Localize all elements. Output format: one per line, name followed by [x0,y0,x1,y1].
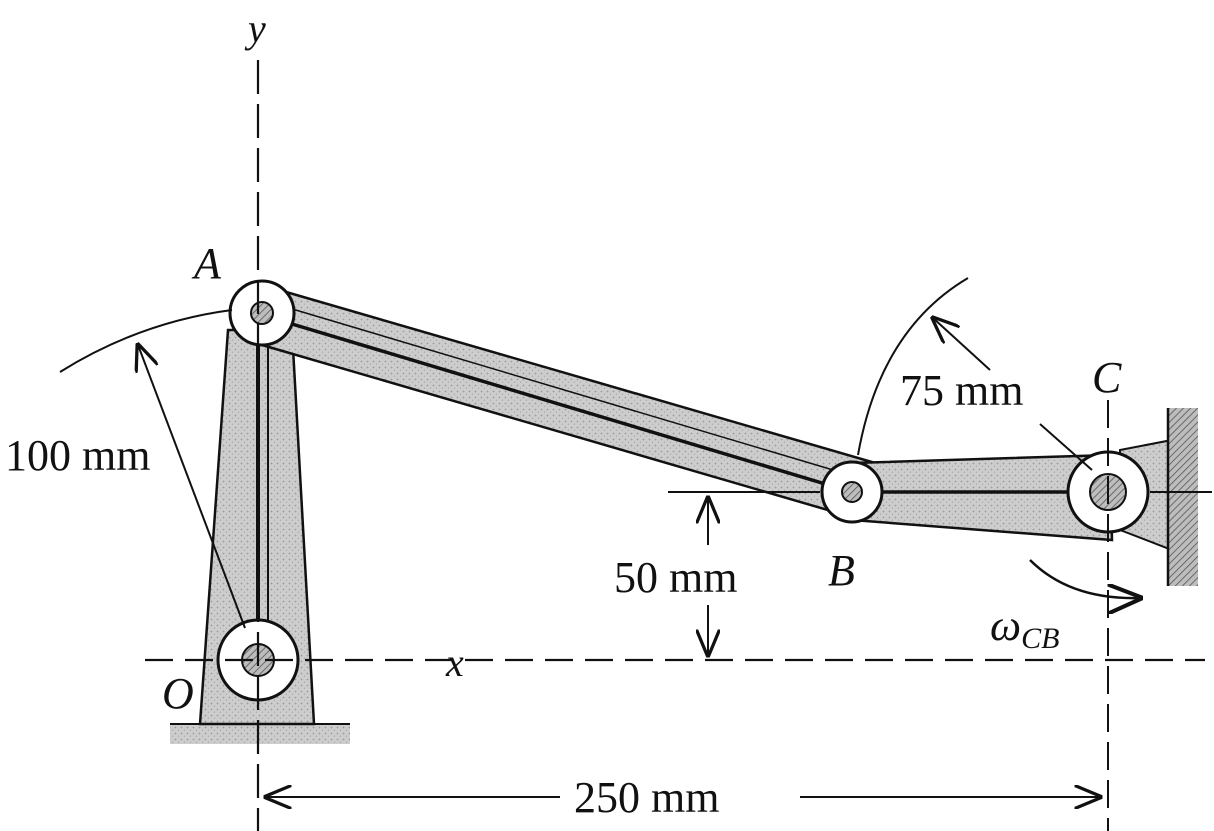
oa-radius-arc [59,309,233,373]
cb-radius-leader [1039,423,1093,471]
y-axis-label: y [244,6,266,51]
point-b-label: B [828,546,855,595]
oa-radius-leader [138,345,246,629]
angular-velocity-label: ωCB [990,601,1059,655]
oa-length-label: 100 mm [5,431,150,480]
angular-velocity-arrow [1029,559,1140,598]
point-o-label: O [162,669,194,718]
b-height-label: 50 mm [614,553,737,602]
pin-b [820,460,884,524]
oc-span-label: 250 mm [574,773,719,822]
cb-length-label: 75 mm [900,366,1023,415]
cb-radius-leader-upper [933,318,991,371]
angular-velocity-symbol: ω [990,601,1021,650]
link-ab [260,283,874,522]
pin-a [228,279,296,347]
angular-velocity-subscript: CB [1021,622,1059,655]
x-axis-label: x [445,640,464,685]
point-a-label: A [191,239,222,288]
point-c-label: C [1092,353,1122,402]
cb-radius-arc [857,277,969,456]
ground-support-o [170,723,350,744]
